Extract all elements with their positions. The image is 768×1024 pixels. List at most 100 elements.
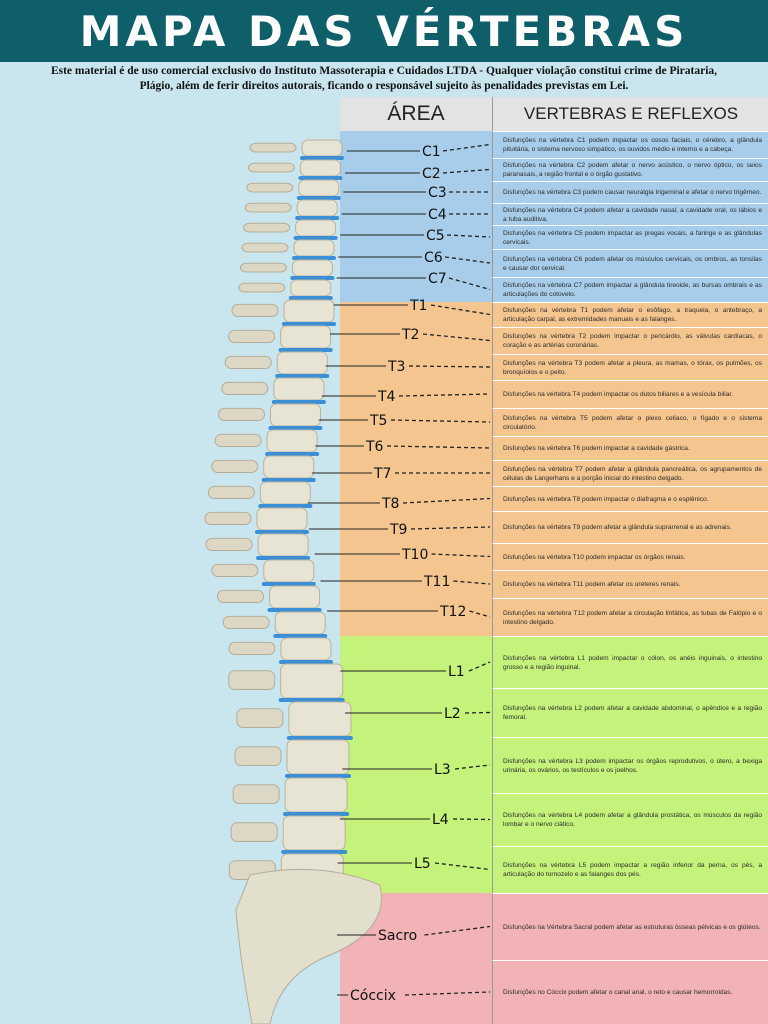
band-lumbar (340, 636, 768, 893)
vertebra-body (263, 455, 315, 479)
intervertebral-disc (268, 426, 323, 430)
intervertebral-disc (278, 698, 345, 702)
vertebra-body (266, 429, 318, 453)
vertebra-description-11: Disfunções na vértebra T5 podem afetar o… (492, 408, 768, 436)
vertebra-body (291, 259, 333, 277)
spinous-process (247, 162, 295, 173)
vertebra-description-22: Disfunções na vértebra L4 podem afetar a… (492, 793, 768, 846)
vertebra-description-4: Disfunções na vértebra C5 podem impactar… (492, 225, 768, 249)
vertebra-description-12: Disfunções na vértebra T6 podem impactar… (492, 436, 768, 460)
copyright-notice-text: Este material é de uso comercial exclusi… (50, 65, 718, 92)
vertebra-body (257, 533, 309, 557)
vertebra-description-1: Disfunções na vértebra C2 podem afetar o… (492, 158, 768, 181)
vertebra-description-7: Disfunções na vértebra T1 podem afetar o… (492, 302, 768, 327)
spinous-process (246, 182, 294, 193)
column-header-area: ÁREA (340, 97, 492, 132)
vertebra-body (293, 239, 335, 257)
spinous-process (230, 822, 278, 842)
vertebra-body (269, 403, 321, 427)
spinous-process (205, 537, 253, 552)
intervertebral-disc (267, 608, 322, 612)
intervertebral-disc (295, 216, 340, 220)
spinous-process (228, 329, 276, 343)
spinous-process (232, 784, 280, 804)
vertebra-body (263, 559, 315, 583)
vertebra-body (290, 279, 332, 297)
intervertebral-disc (261, 478, 316, 482)
spinous-process (228, 641, 276, 656)
vertebra-description-21: Disfunções na vértebra L3 podem impactar… (492, 737, 768, 793)
column-header-vertebras: VERTEBRAS E REFLEXOS (492, 97, 768, 132)
intervertebral-disc (298, 176, 343, 180)
spinous-process (231, 303, 279, 317)
spinous-process (241, 242, 289, 253)
intervertebral-disc (293, 236, 338, 240)
vertebra-description-17: Disfunções na vértebra T11 podem afetar … (492, 570, 768, 598)
vertebra-body (274, 611, 326, 635)
vertebra-description-8: Disfunções na vértebra T2 podem impactar… (492, 327, 768, 354)
intervertebral-disc (296, 196, 341, 200)
vertebra-body (259, 481, 311, 505)
vertebra-body (295, 219, 337, 237)
page-title: MAPA DAS VÉRTEBRAS (0, 0, 768, 62)
intervertebral-disc (278, 348, 333, 352)
intervertebral-disc (273, 634, 328, 638)
vertebra-description-14: Disfunções na vértebra T8 podem impactar… (492, 486, 768, 511)
vertebra-body (284, 777, 348, 813)
intervertebral-disc (282, 322, 336, 326)
vertebra-body (280, 853, 344, 889)
vertebra-body (280, 325, 332, 349)
spinous-process (224, 355, 272, 369)
spinous-process (244, 202, 292, 213)
vertebra-description-25: Disfunções no Cóccix podem afetar o cana… (492, 960, 768, 1024)
intervertebral-disc (281, 850, 348, 854)
vertebra-body (276, 351, 328, 375)
vertebra-description-18: Disfunções na vértebra T12 podem afetar … (492, 598, 768, 636)
spinous-process (211, 459, 259, 473)
vertebra-body (283, 299, 335, 323)
vertebra-description-24: Disfunções na Vértebra Sacral podem afet… (492, 893, 768, 960)
vertebra-description-19: Disfunções na vértebra L1 podem impactar… (492, 636, 768, 688)
intervertebral-disc (292, 256, 336, 260)
intervertebral-disc (258, 504, 313, 508)
spinous-process (228, 860, 276, 880)
spinous-process (217, 407, 265, 421)
band-sacral (340, 893, 768, 1024)
vertebra-description-10: Disfunções na vértebra T4 podem impactar… (492, 380, 768, 408)
intervertebral-disc (265, 452, 320, 456)
vertebra-description-3: Disfunções na vértebra C4 podem afetar a… (492, 203, 768, 225)
spinous-process (221, 381, 269, 395)
vertebra-description-6: Disfunções na vértebra C7 podem impactar… (492, 277, 768, 302)
spinous-process (238, 282, 286, 293)
vertebra-description-9: Disfunções na vértebra T3 podem afetar a… (492, 354, 768, 380)
intervertebral-disc (256, 556, 311, 560)
vertebra-body (256, 507, 308, 531)
intervertebral-disc (288, 296, 333, 300)
intervertebral-disc (290, 276, 335, 280)
vertebra-description-16: Disfunções na vértebra T10 podem impacta… (492, 543, 768, 570)
intervertebral-disc (261, 582, 316, 586)
vertebra-description-23: Disfunções na vértebra L5 podem impactar… (492, 846, 768, 893)
vertebra-body (282, 815, 346, 851)
vertebra-body (269, 585, 321, 609)
spinous-process (249, 142, 297, 153)
intervertebral-disc (300, 156, 344, 160)
spinous-process (228, 670, 276, 690)
spinous-process (207, 485, 255, 499)
copyright-notice: Este material é de uso comercial exclusi… (0, 62, 768, 96)
vertebra-body (280, 637, 332, 661)
vertebra-body (280, 663, 344, 699)
spinous-process (204, 511, 252, 526)
vertebra-description-20: Disfunções na vértebra L2 podem afetar a… (492, 688, 768, 737)
spinous-process (243, 222, 291, 233)
vertebra-body (273, 377, 325, 401)
vertebra-description-5: Disfunções na vértebra C6 podem afetar o… (492, 249, 768, 277)
vertebra-body (298, 179, 340, 197)
intervertebral-disc (271, 400, 326, 404)
vertebra-body (296, 199, 338, 217)
vertebra-description-13: Disfunções na vértebra T7 podem afetar a… (492, 460, 768, 486)
vertebra-description-2: Disfunções na vértebra C3 podem causar n… (492, 181, 768, 203)
vertebra-body (299, 159, 341, 177)
intervertebral-disc (275, 374, 330, 378)
spinous-process (234, 746, 282, 766)
